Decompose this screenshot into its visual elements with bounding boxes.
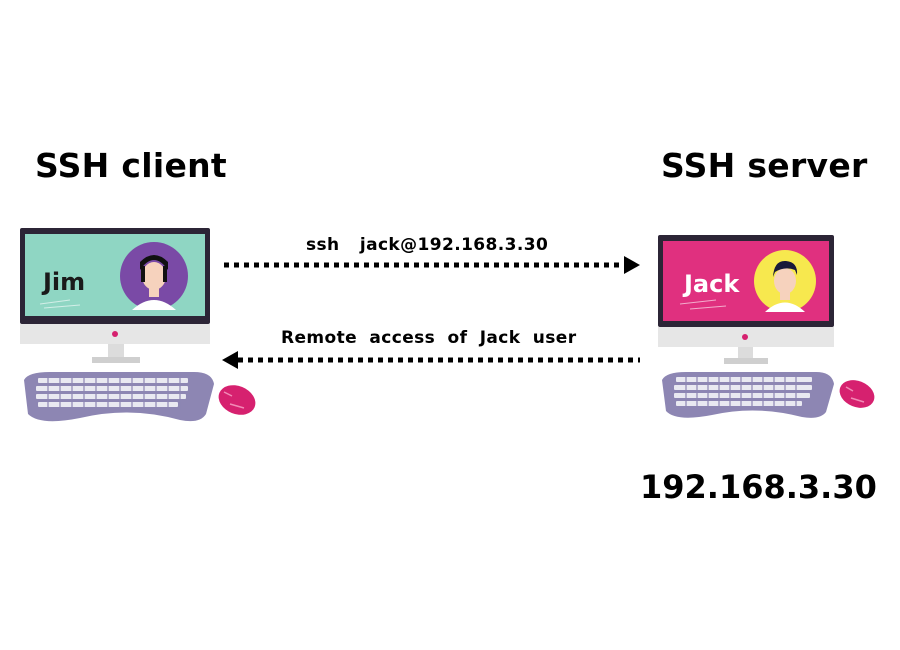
response-arrow — [222, 351, 640, 369]
client-power-led — [112, 331, 118, 337]
server-power-led — [742, 334, 748, 340]
server-user-name: Jack — [682, 270, 740, 298]
server-monitor-base — [724, 358, 768, 364]
client-title: SSH client — [35, 146, 227, 185]
client-user-name: Jim — [41, 268, 85, 296]
client-computer: Jim — [20, 228, 256, 422]
server-screen-sketch — [679, 299, 727, 310]
ssh-command-label: ssh jack@192.168.3.30 — [306, 235, 549, 255]
server-ip-label: 192.168.3.30 — [640, 468, 877, 506]
client-monitor-base — [92, 357, 140, 363]
client-mouse — [218, 385, 256, 415]
remote-access-label: Remote access of Jack user — [281, 328, 577, 348]
client-avatar — [120, 242, 188, 310]
server-avatar — [754, 250, 816, 312]
request-arrow — [224, 256, 640, 274]
client-screen-sketch — [39, 299, 81, 309]
server-computer: Jack — [658, 235, 875, 418]
client-monitor-neck — [108, 344, 124, 358]
server-mouse — [839, 380, 875, 408]
server-title: SSH server — [661, 146, 868, 185]
server-monitor-neck — [738, 347, 753, 359]
